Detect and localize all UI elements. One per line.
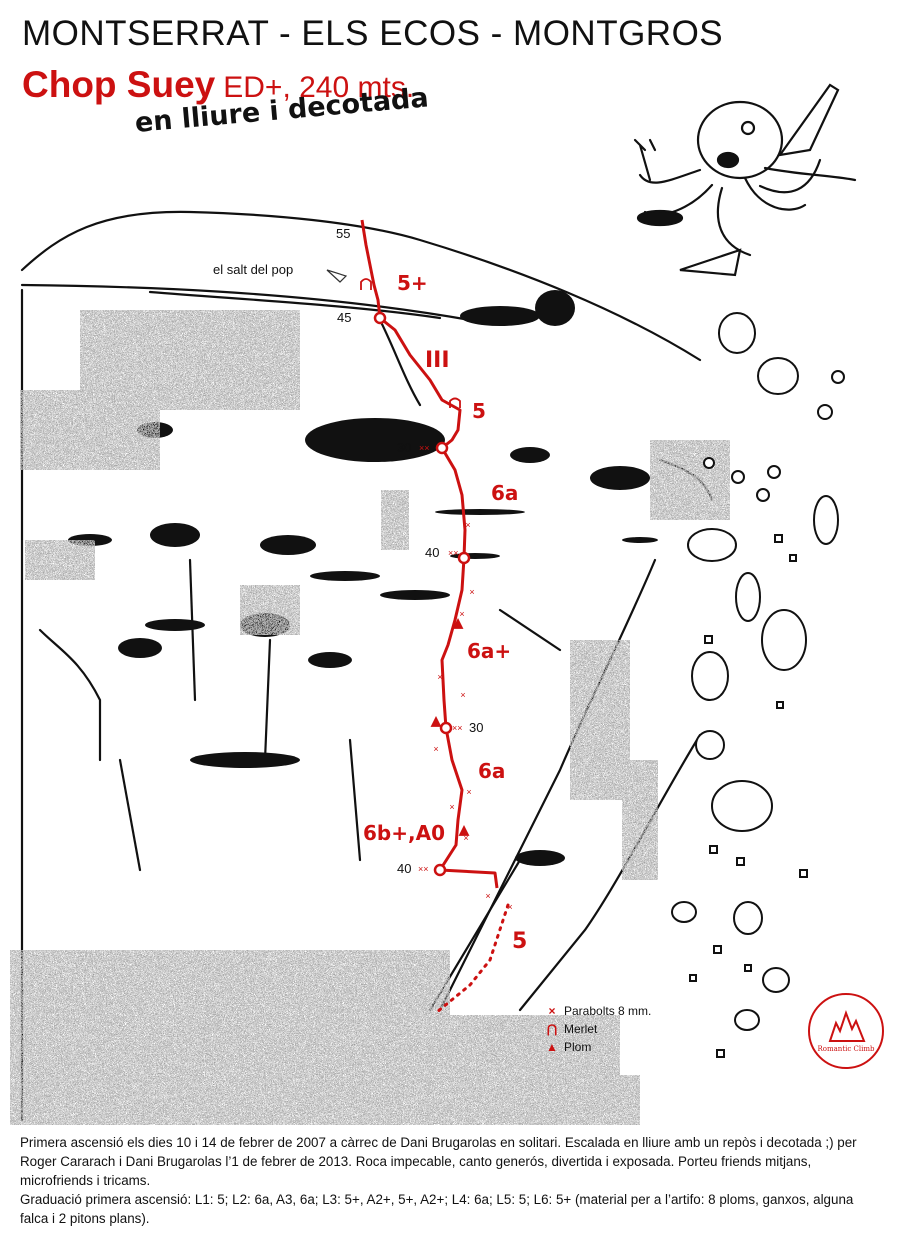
- ingredient-illustrations: [671, 312, 845, 1058]
- feature-arrow: [326, 269, 348, 283]
- belay-length: 30: [469, 720, 483, 735]
- grading-paragraph: Graduació primera ascensió: L1: 5; L2: 6…: [20, 1192, 854, 1226]
- legend-item-parabolts: × Parabolts 8 mm.: [546, 1002, 651, 1020]
- bolt-icon: ×: [548, 1004, 556, 1018]
- route-description: Primera ascensió els dies 10 i 14 de feb…: [20, 1133, 882, 1228]
- belay-length: 40: [425, 545, 439, 560]
- pitch-grade: 6b+,A0: [363, 821, 445, 845]
- legend-label: Merlet: [564, 1022, 598, 1036]
- legend-label: Parabolts 8 mm.: [564, 1004, 652, 1018]
- topo-diagram: × × × × × × × × × × ×: [10, 83, 857, 1125]
- belay-bolts: ××: [448, 548, 459, 558]
- bolt-mark: ×: [507, 902, 512, 912]
- octopus-illustration: [633, 83, 857, 277]
- vegetation: [10, 310, 730, 1125]
- description-paragraph: Primera ascensió els dies 10 i 14 de feb…: [20, 1135, 857, 1188]
- bolt-mark: ×: [437, 672, 442, 682]
- belay-bolts: ××: [419, 443, 430, 453]
- bolt-mark: ×: [463, 833, 468, 843]
- merlet-icon: ⋂: [546, 1022, 558, 1036]
- mushroom-slice: [687, 528, 737, 562]
- tomato-slice: [711, 780, 773, 832]
- belay-ring: [433, 863, 447, 877]
- bolt-mark: ×: [465, 520, 470, 530]
- mushroom-slice: [691, 651, 729, 701]
- page-title: MONTSERRAT - ELS ECOS - MONTGROS: [22, 14, 724, 53]
- bolt-mark: ×: [485, 891, 490, 901]
- bolt-mark: ×: [466, 787, 471, 797]
- belay-length: 45: [337, 310, 351, 325]
- belay-length: 55: [336, 226, 350, 241]
- belay-ring: [439, 721, 453, 735]
- flame-icon: [828, 1010, 866, 1042]
- route-name: Chop Suey: [22, 64, 216, 105]
- ginger: [671, 901, 697, 923]
- pitch-grade: 6a: [491, 481, 518, 505]
- belay-length: 40: [397, 861, 411, 876]
- plom-icon: ▲: [546, 1040, 558, 1054]
- logo-text: Romantic Climb: [817, 1045, 875, 1053]
- plom-mark: [452, 617, 464, 629]
- bolt-mark: ×: [460, 690, 465, 700]
- pitch-grade: 5: [472, 399, 486, 423]
- mushroom-slice: [735, 572, 761, 622]
- tomato-quarter: [733, 901, 763, 935]
- merlet-mark: [360, 278, 372, 290]
- legend: × Parabolts 8 mm. ⋂ Merlet ▲ Plom: [546, 1002, 651, 1056]
- legend-item-merlet: ⋂ Merlet: [546, 1020, 651, 1038]
- bolt-mark: ×: [469, 587, 474, 597]
- belay-length: 30: [397, 440, 411, 455]
- pitch-grade: 6a+: [467, 639, 511, 663]
- pitch-grade: 5+: [397, 271, 428, 295]
- belay-ring: [457, 551, 471, 565]
- merlet-mark: [449, 397, 461, 408]
- pitch-grade: 5: [512, 929, 527, 954]
- onion: [718, 312, 756, 354]
- belay-rings: [373, 311, 471, 877]
- onion-half: [757, 357, 799, 395]
- plom-mark: [458, 824, 470, 836]
- mushroom-slice: [813, 495, 839, 545]
- tomato-quarter: [695, 730, 725, 760]
- route-grade: ED+, 240 mts.: [223, 71, 415, 104]
- belay-ring: [373, 311, 387, 325]
- pitch-grade: 6a: [478, 759, 505, 783]
- ginger: [734, 1009, 760, 1031]
- ginger: [762, 967, 790, 993]
- legend-label: Plom: [564, 1040, 592, 1054]
- feature-label: el salt del pop: [213, 262, 293, 277]
- legend-item-plom: ▲ Plom: [546, 1038, 651, 1056]
- topo-labels: 55 el salt del pop 45 30 ×× 40 ×× 30 ×× …: [213, 226, 527, 954]
- pitch-grade: III: [425, 348, 450, 373]
- mushroom-slice: [761, 609, 807, 671]
- romantic-climb-logo: Romantic Climb: [808, 993, 884, 1069]
- belay-ring: [435, 441, 449, 455]
- bolts: × × × × × × × × × × ×: [433, 520, 512, 912]
- plom-mark: [430, 715, 442, 727]
- bolt-mark: ×: [459, 609, 464, 619]
- bolt-mark: ×: [433, 744, 438, 754]
- bolt-mark: ×: [449, 802, 454, 812]
- belay-bolts: ××: [452, 723, 463, 733]
- piton-marks: [360, 278, 470, 836]
- belay-bolts: ××: [418, 864, 429, 874]
